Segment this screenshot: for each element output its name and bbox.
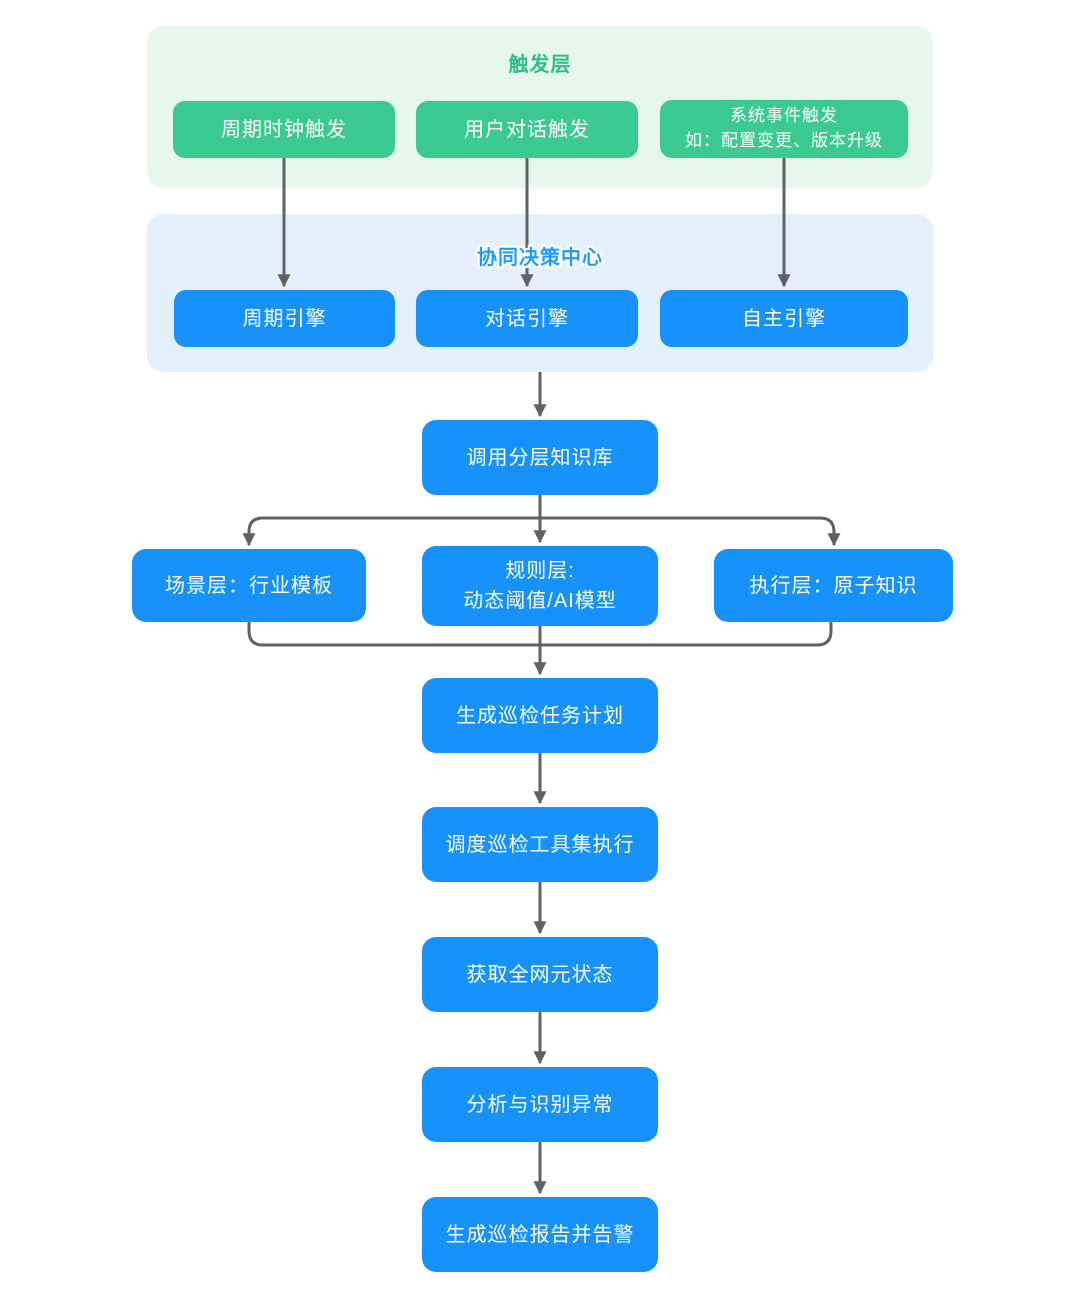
node-call-layered-knowledge-base: 调用分层知识库 [422, 420, 658, 495]
node-periodic-clock-trigger: 周期时钟触发 [173, 101, 395, 158]
connector-knowledge-to-scene-layer [242, 516, 540, 547]
node-label: 生成巡检任务计划 [456, 704, 624, 727]
node-generate-report-and-alert: 生成巡检报告并告警 [422, 1197, 658, 1272]
connector-knowledge-to-execution-layer [540, 516, 841, 547]
node-system-event-trigger: 系统事件触发 如：配置变更、版本升级 [660, 100, 908, 158]
node-label: 调度巡检工具集执行 [445, 833, 635, 856]
node-label: 场景层：行业模板 [165, 574, 333, 597]
node-generate-inspection-task-plan: 生成巡检任务计划 [422, 678, 658, 753]
node-label: 获取全网元状态 [466, 963, 614, 986]
node-label-line2: 如：配置变更、版本升级 [685, 131, 883, 150]
node-label: 执行层：原子知识 [749, 574, 918, 597]
node-label: 分析与识别异常 [466, 1093, 614, 1116]
node-label: 对话引擎 [485, 307, 569, 330]
node-label-line1: 规则层: [505, 560, 575, 582]
decision-center-title: 协同决策中心 [477, 247, 603, 269]
node-schedule-inspection-toolset: 调度巡检工具集执行 [422, 807, 658, 882]
node-label: 周期引擎 [242, 307, 327, 330]
node-rule-layer-dynamic-threshold-ai-model: 规则层: 动态阈值/AI模型 [422, 546, 658, 626]
node-label: 生成巡检报告并告警 [445, 1223, 635, 1246]
trigger-layer-title: 触发层 [508, 54, 572, 76]
node-get-network-element-status: 获取全网元状态 [422, 937, 658, 1012]
node-scene-layer-industry-template: 场景层：行业模板 [132, 549, 366, 622]
node-autonomous-engine: 自主引擎 [660, 290, 908, 347]
node-label: 用户对话触发 [464, 118, 590, 141]
node-label-line2: 动态阈值/AI模型 [463, 590, 617, 612]
node-label: 自主引擎 [742, 307, 826, 330]
node-execution-layer-atomic-knowledge: 执行层：原子知识 [714, 549, 953, 622]
node-periodic-engine: 周期引擎 [174, 290, 395, 347]
node-label-line1: 系统事件触发 [730, 106, 838, 126]
node-analyze-identify-anomalies: 分析与识别异常 [422, 1067, 658, 1142]
node-label: 调用分层知识库 [466, 446, 614, 469]
node-dialog-engine: 对话引擎 [416, 290, 638, 347]
node-label: 周期时钟触发 [221, 118, 347, 141]
node-user-dialog-trigger: 用户对话触发 [416, 101, 638, 158]
